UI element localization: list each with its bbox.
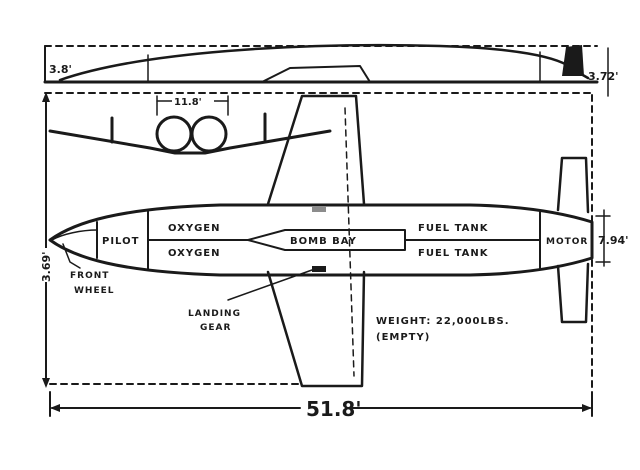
side-view-intake [261, 65, 371, 83]
span-label-bg [38, 248, 54, 282]
landing-gear-label-line1: LANDING [188, 309, 241, 319]
side-view-fuselage-outline [58, 43, 590, 82]
landing-gear-leader [227, 269, 313, 301]
fuel-tank-bottom-label: FUEL TANK [418, 248, 489, 259]
tail-height-label: 3.72' [588, 70, 619, 83]
landing-gear-label-line2: GEAR [200, 323, 231, 333]
callouts: FRONT WHEEL LANDING GEAR WEIGHT: 22,000L… [62, 243, 510, 343]
upper-wing [266, 94, 366, 206]
fuselage-outline [48, 203, 594, 277]
length-label: 51.8' [306, 397, 361, 421]
tail-plan [556, 156, 590, 324]
span-dim: 3.69' [38, 92, 54, 388]
landing-gear-mark [312, 266, 326, 272]
span-arrow-top [42, 92, 50, 102]
engine-width-label-bg [172, 95, 214, 107]
fuel-tank-top-label: FUEL TANK [418, 223, 489, 234]
bomb-bay-outline [247, 229, 406, 251]
motor-label: MOTOR [546, 237, 588, 247]
right-engine-circle [190, 115, 228, 153]
nose-cone-line [51, 229, 98, 241]
nose-height-label: 3.8' [49, 63, 72, 76]
front-wheel-label-line1: FRONT [70, 271, 109, 281]
front-view-wing [48, 129, 332, 155]
upper-tail-fin [556, 156, 590, 214]
oxygen-bottom-label: OXYGEN [168, 248, 221, 259]
wing-plan [266, 94, 366, 388]
weight-label-line1: WEIGHT: 22,000LBS. [376, 316, 510, 327]
span-label: 3.69' [40, 251, 53, 282]
lower-wing [266, 270, 366, 388]
front-wheel-leader [62, 243, 81, 269]
front-view: 11.8' [48, 95, 332, 155]
plan-view-boundary [44, 92, 596, 401]
span-arrow-bottom [42, 378, 50, 388]
oxygen-top-label: OXYGEN [168, 223, 221, 234]
fuselage-width-label: 7.94' [598, 234, 629, 247]
fuselage-width-dim: 7.94' [595, 209, 629, 267]
front-wheel-label-line2: WHEEL [74, 286, 115, 296]
lower-tail-fin [556, 262, 590, 324]
bomb-bay-label: BOMB BAY [290, 236, 357, 247]
length-dim: 51.8' [49, 391, 593, 421]
side-view: 3.8' 3.72' [43, 43, 619, 97]
weight-label-line2: (EMPTY) [376, 332, 430, 343]
wing-hinge-dashed-line [344, 107, 355, 377]
upper-gear-mark [312, 207, 326, 212]
fuselage-plan: PILOT OXYGEN OXYGEN BOMB BAY FUEL TANK F… [48, 203, 594, 277]
pilot-label: PILOT [102, 236, 139, 247]
side-view-tail-fin [562, 45, 584, 76]
length-arrow-left [50, 404, 60, 412]
length-arrow-right [582, 404, 592, 412]
left-engine-circle [155, 115, 193, 153]
engine-width-label: 11.8' [174, 97, 202, 108]
